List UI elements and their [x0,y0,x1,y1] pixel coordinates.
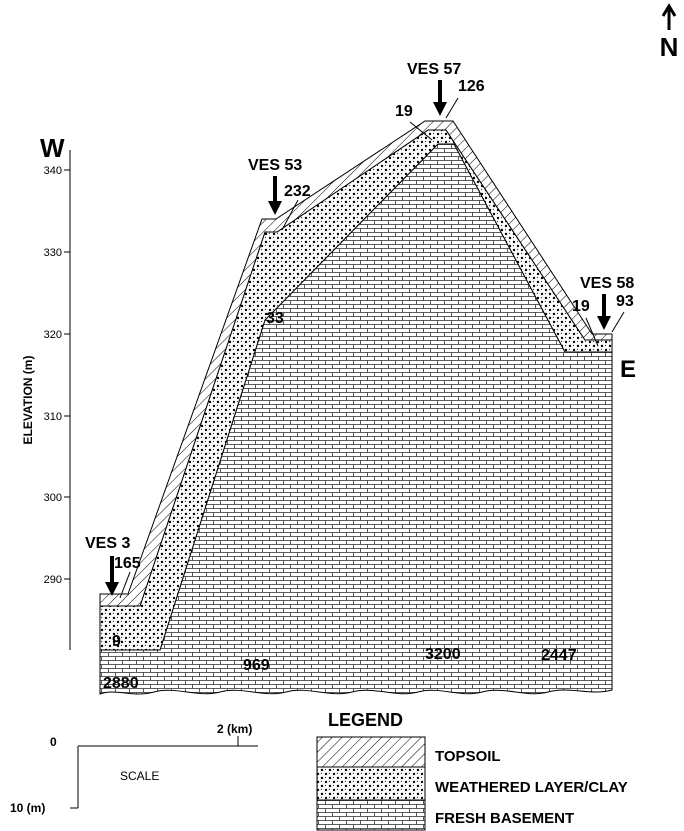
legend-title: LEGEND [328,710,403,730]
topsoil-resistivity: 126 [458,78,485,95]
scale-bar: 0 2 (km) 10 (m) SCALE [10,722,258,815]
tick-label: 320 [44,329,62,341]
legend-swatch-basement [316,799,426,831]
elevation-axis: 340 330 320 310 300 290 ELEVATION (m) [21,150,71,650]
north-arrow-icon: N [660,3,679,62]
legend-swatch-topsoil [316,736,426,768]
legend-label: TOPSOIL [435,748,501,765]
basement-resistivity: 969 [243,657,270,674]
east-label: E [620,356,636,383]
tick-label: 300 [44,492,62,504]
station-ves-3: VES 3 165 9 2880 [85,535,141,692]
station-name: VES 53 [248,157,302,174]
scale-horizontal: 2 (km) [217,722,252,736]
legend-swatch-weathered [316,766,426,801]
legend-label: FRESH BASEMENT [435,810,574,827]
fresh-basement-layer [99,143,613,695]
station-name: VES 58 [580,275,634,292]
legend: LEGEND TOPSOIL WEATHERED LAYER/CLAY FRES… [316,710,628,831]
weathered-resistivity: 19 [395,103,413,120]
legend-label: WEATHERED LAYER/CLAY [435,779,628,796]
scale-vertical: 10 (m) [10,801,45,815]
basement-resistivity: 2880 [103,675,139,692]
west-label: W [40,133,65,163]
topsoil-layer [99,120,613,607]
tick-label: 330 [44,247,62,259]
topsoil-resistivity: 93 [616,293,634,310]
topsoil-resistivity: 232 [284,183,311,200]
weathered-resistivity: 19 [572,298,590,315]
station-ves-57: VES 57 19 126 3200 [395,61,485,663]
north-label: N [660,32,679,62]
weathered-resistivity: 9 [112,633,121,650]
tick-label: 310 [44,411,62,423]
station-name: VES 3 [85,535,130,552]
axis-label: ELEVATION (m) [21,356,35,445]
basement-resistivity: 3200 [425,646,461,663]
station-name: VES 57 [407,61,461,78]
basement-resistivity: 2447 [541,647,577,664]
tick-label: 340 [44,165,62,177]
scale-title: SCALE [120,769,159,783]
weathered-resistivity: 33 [266,310,284,327]
scale-zero: 0 [50,735,57,749]
topsoil-resistivity: 165 [114,555,141,572]
station-ves-58: VES 58 19 93 2447 [541,275,634,664]
tick-label: 290 [44,574,62,586]
station-ves-53: VES 53 232 33 969 [243,157,311,674]
